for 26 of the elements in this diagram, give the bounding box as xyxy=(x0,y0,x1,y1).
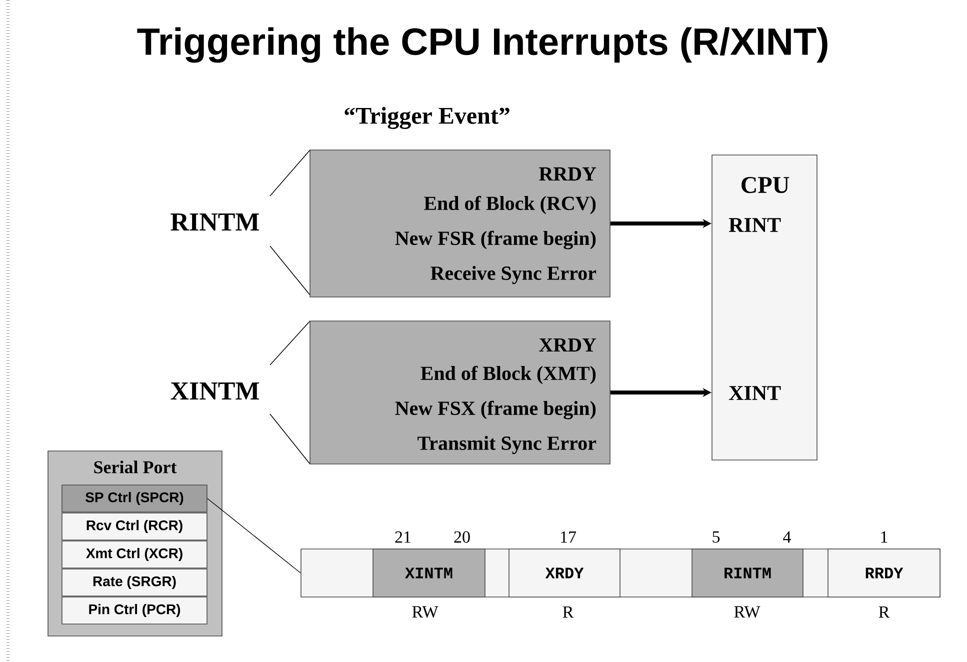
register-cell: Rcv Ctrl (RCR) xyxy=(62,512,208,540)
bit-label: 4 xyxy=(783,531,791,543)
cpu-box: CPU RINT XINT xyxy=(712,154,818,460)
bit-field-cell: RINTM xyxy=(692,548,804,598)
leader-line xyxy=(207,498,301,574)
label-text: XINTM xyxy=(170,382,260,400)
label-text: RINTM xyxy=(170,213,260,231)
bit-label: R xyxy=(562,606,574,618)
register-cell: Pin Ctrl (PCR) xyxy=(62,596,208,624)
title: Triggering the CPU Interrupts (R/XINT) xyxy=(137,27,828,63)
bit-label: RW xyxy=(734,606,760,618)
event-box: XRDY End of Block (XMT) New FSX (frame begin) Transmit Sync Error xyxy=(310,320,610,464)
register-cell: SP Ctrl (SPCR) xyxy=(62,484,208,512)
bit-field-cell: XINTM xyxy=(372,548,486,598)
bit-label: 21 xyxy=(395,531,410,543)
bit-field-cell: XRDY xyxy=(508,548,620,598)
event-box: RRDY End of Block (RCV) New FSR (frame begin) Receive Sync Error xyxy=(310,150,610,298)
register-cell: Rate (SRGR) xyxy=(62,568,208,596)
bit-label: 5 xyxy=(712,531,720,543)
register-cell: Xmt Ctrl (XCR) xyxy=(62,540,208,568)
bit-label: 1 xyxy=(881,531,888,543)
bit-label: R xyxy=(878,606,890,618)
bit-label: 20 xyxy=(454,531,470,543)
bit-label: 17 xyxy=(561,531,576,543)
bit-field-cell: RRDY xyxy=(828,548,940,598)
bit-label: RW xyxy=(412,606,438,618)
